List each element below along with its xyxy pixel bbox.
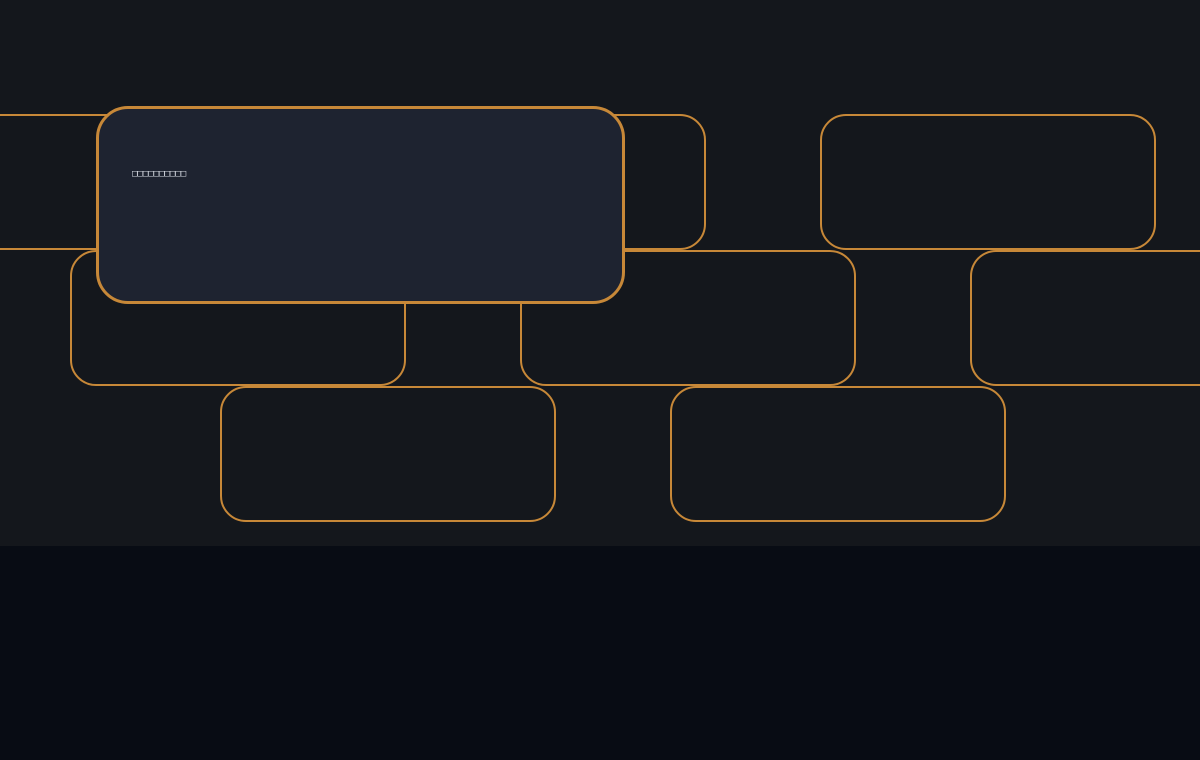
tile-row1-right[interactable]	[820, 114, 1156, 250]
selected-tile-label: □□□□□□□□□□	[132, 169, 187, 179]
tile-grid-area: □□□□□□□□□□	[0, 0, 1200, 546]
selected-tile[interactable]: □□□□□□□□□□	[96, 106, 625, 304]
tile-row3-left[interactable]	[220, 386, 556, 522]
tile-row3-right[interactable]	[670, 386, 1006, 522]
empty-lower-area	[0, 546, 1200, 760]
tile-row2-right[interactable]	[970, 250, 1200, 386]
